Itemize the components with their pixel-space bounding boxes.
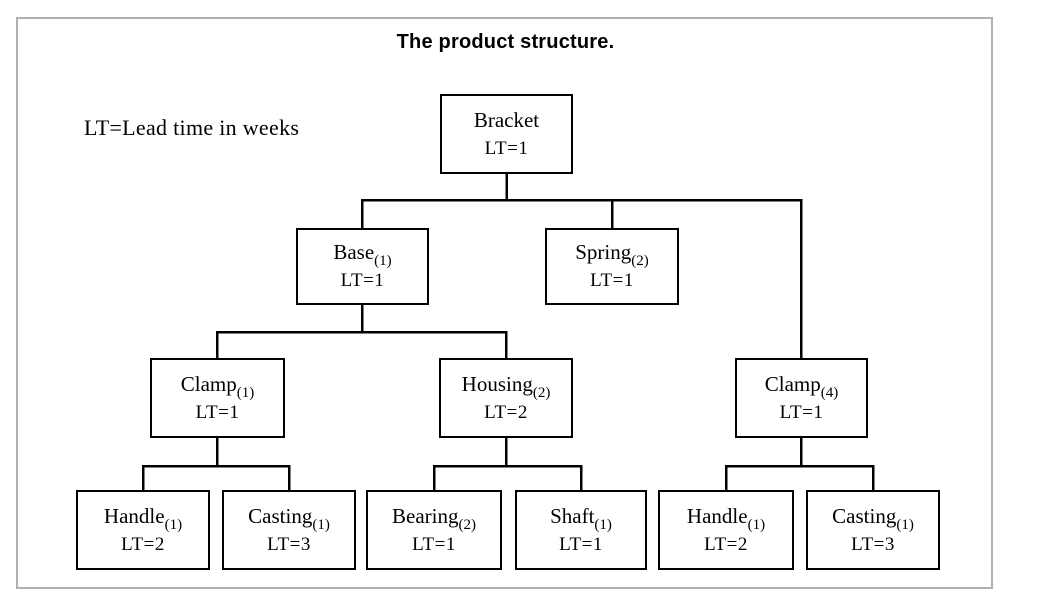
lead-time-label: LT=3 bbox=[851, 533, 895, 555]
lead-time-label: LT=2 bbox=[484, 401, 528, 423]
node-housing: Housing(2) LT=2 bbox=[439, 358, 573, 438]
node-spring: Spring(2) LT=1 bbox=[545, 228, 679, 305]
node-label: Clamp(1) bbox=[180, 371, 255, 401]
lead-time-label: LT=1 bbox=[559, 533, 603, 555]
node-label: Base(1) bbox=[333, 240, 392, 269]
node-label: Casting(1) bbox=[832, 503, 914, 533]
quantity-subscript: (2) bbox=[532, 384, 551, 401]
quantity-subscript: (1) bbox=[236, 384, 255, 401]
node-handle-right: Handle(1) LT=2 bbox=[658, 490, 794, 570]
node-label: Bracket bbox=[473, 107, 540, 132]
node-label: Housing(2) bbox=[461, 371, 551, 401]
node-handle-left: Handle(1) LT=2 bbox=[76, 490, 210, 570]
diagram-title: The product structure. bbox=[396, 31, 615, 53]
lead-time-label: LT=2 bbox=[121, 533, 165, 555]
lead-time-label: LT=2 bbox=[704, 533, 748, 555]
node-clamp-under-base: Clamp(1) LT=1 bbox=[150, 358, 285, 438]
lead-time-label: LT=1 bbox=[590, 270, 634, 291]
node-label: Clamp(4) bbox=[764, 371, 839, 401]
node-shaft: Shaft(1) LT=1 bbox=[515, 490, 647, 570]
quantity-subscript: (1) bbox=[747, 516, 766, 533]
node-label: Handle(1) bbox=[103, 503, 183, 533]
node-label: Casting(1) bbox=[248, 503, 330, 533]
node-clamp-under-bracket: Clamp(4) LT=1 bbox=[735, 358, 868, 438]
quantity-subscript: (1) bbox=[594, 516, 612, 533]
node-bracket: Bracket LT=1 bbox=[440, 94, 573, 174]
node-label: Handle(1) bbox=[686, 503, 766, 533]
quantity-subscript: (2) bbox=[631, 253, 649, 269]
node-casting-right: Casting(1) LT=3 bbox=[806, 490, 940, 570]
quantity-subscript: (1) bbox=[312, 516, 330, 533]
lead-time-label: LT=3 bbox=[267, 533, 311, 555]
lead-time-label: LT=1 bbox=[412, 533, 456, 555]
quantity-subscript: (2) bbox=[458, 516, 476, 533]
lead-time-legend: LT=Lead time in weeks bbox=[84, 115, 300, 140]
node-base: Base(1) LT=1 bbox=[296, 228, 429, 305]
quantity-subscript: (1) bbox=[896, 516, 914, 533]
lead-time-label: LT=1 bbox=[484, 137, 529, 159]
lead-time-label: LT=1 bbox=[340, 270, 385, 291]
node-casting-left: Casting(1) LT=3 bbox=[222, 490, 356, 570]
node-label: Bearing(2) bbox=[392, 503, 476, 533]
node-label: Spring(2) bbox=[575, 240, 649, 269]
lead-time-label: LT=1 bbox=[779, 401, 824, 423]
node-bearing: Bearing(2) LT=1 bbox=[366, 490, 502, 570]
quantity-subscript: (1) bbox=[164, 516, 183, 533]
quantity-subscript: (4) bbox=[820, 384, 839, 401]
node-label: Shaft(1) bbox=[550, 503, 612, 533]
lead-time-label: LT=1 bbox=[195, 401, 240, 423]
quantity-subscript: (1) bbox=[374, 253, 392, 269]
